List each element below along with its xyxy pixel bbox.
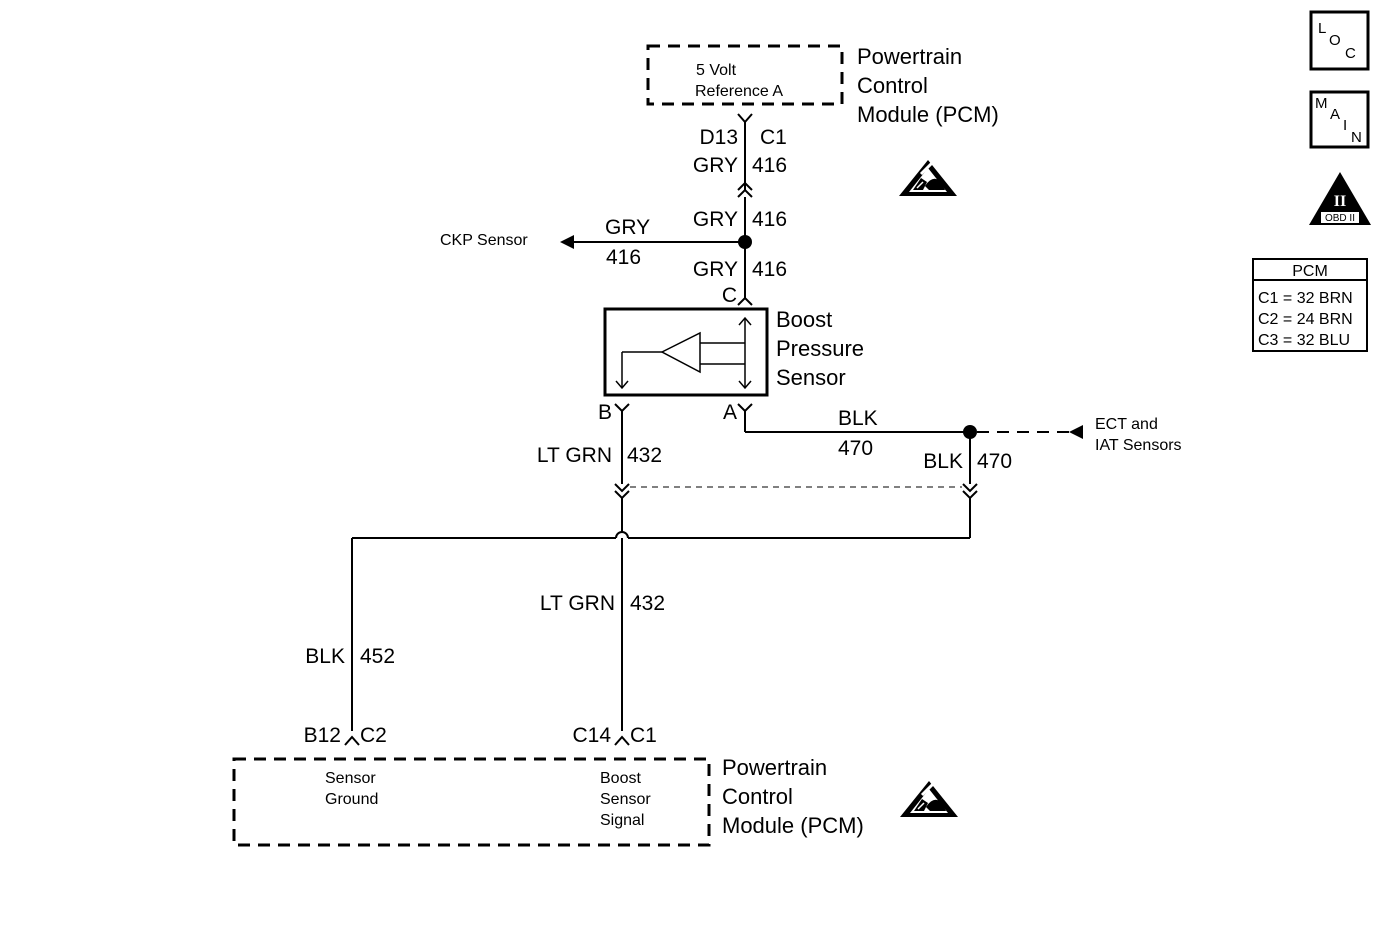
sensor-title-line-3: Sensor <box>776 365 846 390</box>
main-icon[interactable]: M A I N <box>1309 90 1370 149</box>
pcm-bottom-signal-pin: C14 <box>572 724 611 747</box>
pcm-bottom-ground-pin: B12 <box>304 724 341 747</box>
svg-text:A: A <box>1330 106 1340 123</box>
sensor-title-line-2: Pressure <box>776 336 864 361</box>
ref-mid-wire-color: GRY <box>693 208 738 231</box>
svg-text:N: N <box>1351 129 1362 146</box>
ground-vert-wire-color: BLK <box>923 450 963 473</box>
pcm-bottom-title-line-1: Powertrain <box>722 755 827 780</box>
svg-text:O: O <box>1329 32 1341 49</box>
pcm-top-box <box>646 44 844 106</box>
legend-row-3: C3 = 32 BLU <box>1258 332 1350 349</box>
ground-wire <box>344 403 1083 746</box>
svg-text:C: C <box>1345 45 1356 62</box>
loc-icon[interactable]: L O C <box>1309 10 1370 71</box>
ground-vert-wire-number: 470 <box>977 450 1012 473</box>
pcm-bottom-signal-line-2: Sensor <box>600 791 651 808</box>
signal-lower-wire-number: 432 <box>630 592 665 615</box>
sensor-title-line-1: Boost <box>776 307 832 332</box>
svg-text:I: I <box>1343 117 1347 134</box>
ref-top-wire-color: GRY <box>693 154 738 177</box>
ckp-branch <box>560 235 745 249</box>
svg-text:M: M <box>1315 95 1328 112</box>
pcm-bottom-ground-line-1: Sensor <box>325 770 376 787</box>
signal-lower-wire-color: LT GRN <box>540 592 615 615</box>
signal-upper-wire-number: 432 <box>627 444 662 467</box>
svg-text:L: L <box>1318 20 1326 37</box>
ect-iat-line-2: IAT Sensors <box>1095 437 1182 454</box>
pcm-top: 5 Volt Reference A Powertrain Control Mo… <box>646 44 999 198</box>
pcm-top-title-line-2: Control <box>857 73 928 98</box>
pcm-bottom-ground-line-2: Ground <box>325 791 378 808</box>
legend-row-1: C1 = 32 BRN <box>1258 290 1353 307</box>
pcm-bottom-title-line-2: Control <box>722 784 793 809</box>
ground-pcm-wire-number: 452 <box>360 645 395 668</box>
pcm-connector-legend: PCM C1 = 32 BRN C2 = 24 BRN C3 = 32 BLU <box>1252 258 1368 352</box>
ckp-wire-color: GRY <box>605 216 650 239</box>
sensor-pin-b: B <box>598 401 612 424</box>
esd-icon <box>897 158 959 198</box>
ref-mid-wire-number: 416 <box>752 208 787 231</box>
ref-low-wire-number: 416 <box>752 258 787 281</box>
ground-horiz-wire-color: BLK <box>838 407 878 430</box>
ect-iat-line-1: ECT and <box>1095 416 1158 433</box>
ckp-sensor-label: CKP Sensor <box>440 232 528 249</box>
ref-low-wire-color: GRY <box>693 258 738 281</box>
pcm-top-connector: C1 <box>760 126 787 149</box>
pcm-bottom-title-line-3: Module (PCM) <box>722 813 864 838</box>
ground-pcm-wire-color: BLK <box>305 645 345 668</box>
pcm-top-circuit-line-2: Reference A <box>695 83 783 100</box>
legend-row-2: C2 = 24 BRN <box>1258 311 1353 328</box>
sensor-pin-c: C <box>722 284 737 307</box>
pcm-bottom: Sensor Ground Boost Sensor Signal Powert… <box>232 724 960 847</box>
pcm-top-title-line-3: Module (PCM) <box>857 102 999 127</box>
pcm-top-pin: D13 <box>699 126 738 149</box>
ckp-wire-number: 416 <box>606 246 641 269</box>
pcm-top-title-line-1: Powertrain <box>857 44 962 69</box>
ref-top-wire-number: 416 <box>752 154 787 177</box>
pcm-bottom-signal-line-3: Signal <box>600 812 644 829</box>
obd-ii-icon[interactable]: II OBD II <box>1309 172 1371 225</box>
ref-wire <box>737 113 753 306</box>
sensor-pin-a: A <box>723 401 737 424</box>
ground-horiz-wire-number: 470 <box>838 437 873 460</box>
signal-upper-wire-color: LT GRN <box>537 444 612 467</box>
pcm-bottom-signal-line-1: Boost <box>600 770 641 787</box>
boost-pressure-sensor <box>603 307 769 397</box>
svg-text:OBD II: OBD II <box>1325 213 1355 224</box>
esd-icon <box>898 779 960 819</box>
pcm-bottom-signal-connector: C1 <box>630 724 657 747</box>
pcm-top-circuit-line-1: 5 Volt <box>696 62 737 79</box>
pcm-bottom-ground-connector: C2 <box>360 724 387 747</box>
svg-text:II: II <box>1334 193 1346 210</box>
legend-header: PCM <box>1292 263 1328 280</box>
signal-wire <box>614 403 630 746</box>
